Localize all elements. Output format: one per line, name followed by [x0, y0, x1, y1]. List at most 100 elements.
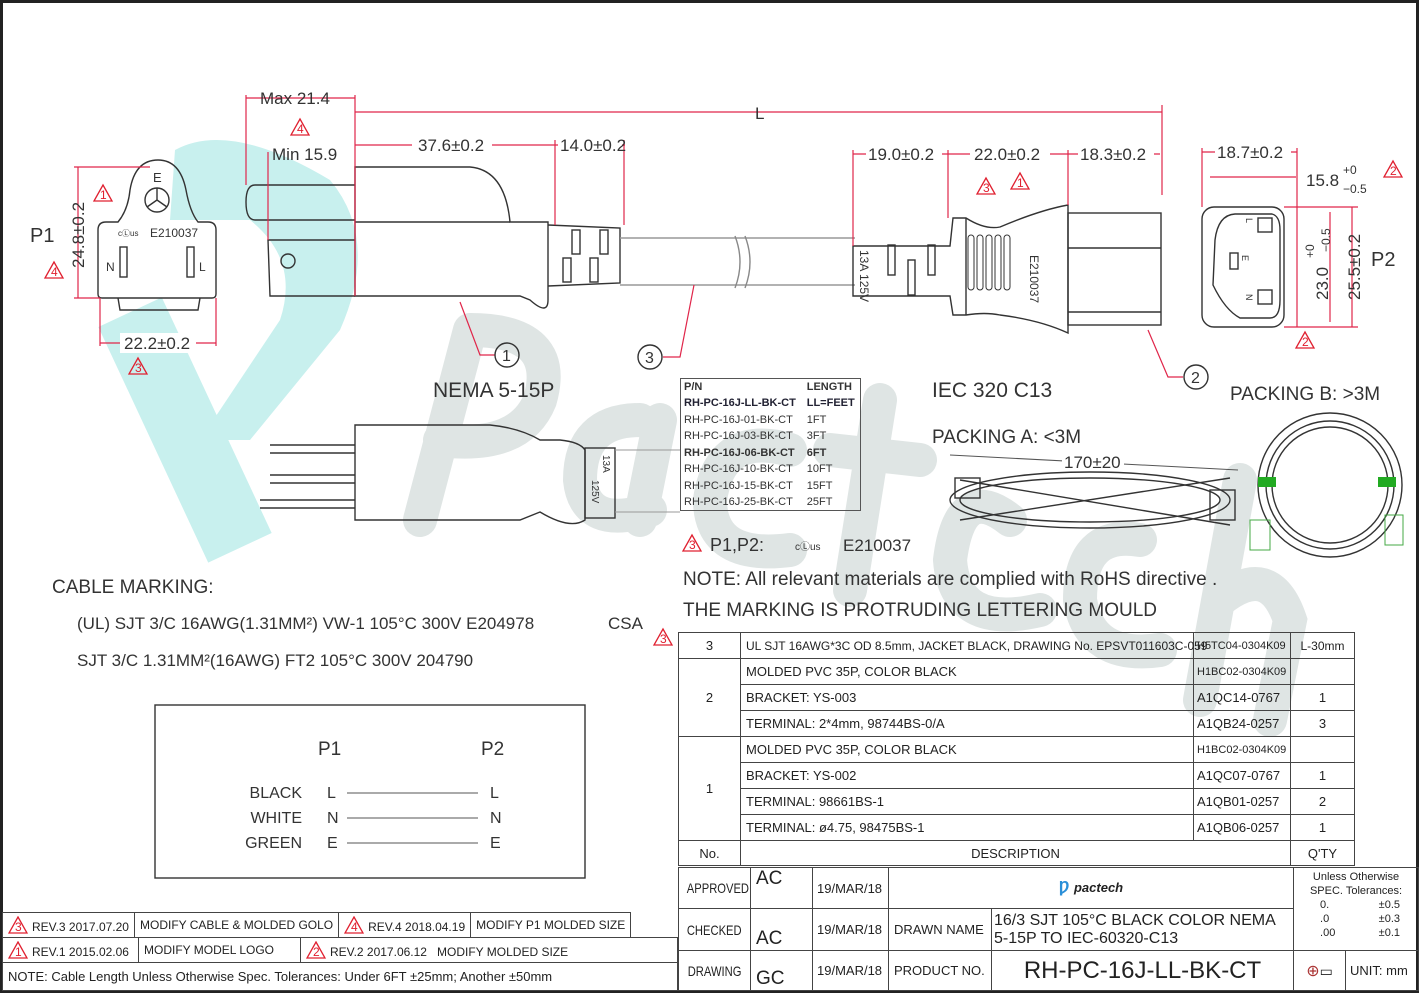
- p2-name: IEC 320 C13: [932, 379, 1052, 402]
- revision-number: 1: [100, 188, 107, 202]
- p1-callout: 1: [502, 348, 511, 365]
- pn-length: 25FT: [806, 496, 833, 508]
- p1-height-dim: 24.8±0.2: [69, 202, 88, 268]
- bom-qty: 3: [1290, 710, 1355, 737]
- bom-description: UL SJT 16AWG*3C OD 8.5mm, JACKET BLACK, …: [740, 632, 1207, 659]
- bom-header-no: No.: [678, 840, 741, 866]
- pn-value: RH-PC-16J-10-BK-CT: [684, 463, 793, 476]
- revision-triangle-icon: 4: [43, 260, 65, 279]
- tolerance-row: .00±0.1: [1304, 926, 1408, 940]
- pn-length: 1FT: [806, 413, 827, 426]
- p2-height-dim: 25.5±0.2: [1345, 234, 1364, 300]
- revision-triangle-icon: 2: [305, 940, 330, 959]
- tolerance-title: Unless Otherwise: [1312, 871, 1400, 883]
- revision-4-desc: MODIFY P1 MOLDED SIZE: [470, 912, 632, 938]
- tolerance-value: ±0.5: [1378, 899, 1401, 911]
- p2-cert: E210037: [1027, 255, 1041, 303]
- revision-number: 3: [983, 181, 990, 195]
- revision-number: 3: [15, 920, 22, 934]
- p2-face-view: L E N 18.7±0.2 15.8 +0 −0.5 23.0 +0 −0.5…: [1201, 142, 1395, 328]
- wiring-p2-label: P2: [481, 739, 504, 760]
- revision-number: 3: [689, 538, 696, 552]
- product-no: RH-PC-16J-LL-BK-CT: [990, 950, 1295, 991]
- revision-4-text: REV.4 2018.04.19: [368, 920, 466, 934]
- cable-marking-csa: CSA: [608, 614, 644, 633]
- p1-line-label: L: [199, 260, 206, 274]
- p2-dim-a: 19.0±0.2: [868, 145, 934, 164]
- bom-header-desc: DESCRIPTION: [740, 840, 1291, 866]
- cable-marking-line-2: SJT 3/C 1.31MM²(16AWG) FT2 105°C 300V 20…: [77, 651, 473, 670]
- revision-4: 4 REV.4 2018.04.19: [338, 912, 472, 938]
- bom-code: A1QB24-0257: [1193, 710, 1291, 737]
- p2-earth-label: E: [1240, 255, 1250, 261]
- revision-triangle-icon: 3: [7, 915, 32, 934]
- revision-2-desc: MODIFY MOLDED SIZE: [437, 945, 569, 959]
- pn-length: 15FT: [806, 479, 833, 492]
- revision-3-desc: MODIFY CABLE & MOLDED GOLO: [133, 912, 340, 938]
- company-logo: Ƿ pactech: [887, 867, 1295, 909]
- bom-description: BRACKET: YS-002: [740, 762, 1194, 789]
- bom-code: A1QB06-0257: [1193, 814, 1291, 841]
- p1-pin: E: [327, 835, 338, 852]
- drawing-date: 19/MAR/18: [812, 950, 889, 991]
- p1-min-dim: Min 15.9: [272, 145, 337, 164]
- cert-line: P1,P2: cⓁus E210037: [710, 535, 911, 555]
- bom-item-no: 2: [678, 658, 741, 737]
- revision-number: 4: [297, 122, 304, 136]
- revision-triangle-icon: 1: [7, 940, 32, 959]
- packing-b-illustration: PACKING B: >3M: [1230, 384, 1404, 558]
- revision-triangle-icon: 3: [681, 533, 703, 552]
- packing-a-illustration: PACKING A: <3M 170±20: [932, 427, 1239, 529]
- revision-1-text: REV.1 2015.02.06: [32, 945, 129, 959]
- pn-value: RH-PC-16J-LL-BK-CT: [684, 397, 796, 410]
- revision-triangle-icon: 3: [652, 627, 674, 646]
- revision-number: 4: [351, 920, 358, 934]
- p2-pin: E: [490, 835, 501, 852]
- p2-inner-tol-plus: +0: [1343, 163, 1357, 177]
- bom-header-qty: Q'TY: [1290, 840, 1355, 866]
- bom-qty: L-30mm: [1290, 632, 1355, 659]
- p1-width-dim: 22.2±0.2: [124, 334, 190, 353]
- tolerance-row: .0±0.3: [1304, 912, 1408, 926]
- bom-qty: [1290, 658, 1355, 685]
- p1-pin: N: [327, 810, 339, 827]
- p1-plug-top-view: 13A 125V: [260, 424, 680, 525]
- revision-triangle-icon: 4: [344, 915, 368, 934]
- p2-callout: 2: [1191, 370, 1200, 387]
- approved-label: APPROVED: [686, 880, 750, 896]
- side-rating-volts: 125V: [589, 480, 600, 504]
- pn-header: P/N: [684, 381, 703, 393]
- product-no-label: PRODUCT NO.: [888, 950, 992, 991]
- drawn-name-line-1: 16/3 SJT 105°C BLACK COLOR NEMA: [994, 911, 1276, 929]
- bom-qty: 1: [1290, 762, 1355, 789]
- cable: 3: [620, 235, 855, 370]
- bom-description: TERMINAL: 2*4mm, 98744BS-0/A: [740, 710, 1194, 737]
- cable-marking-line-1: (UL) SJT 3/C 16AWG(1.31MM²) VW-1 105°C 3…: [77, 614, 534, 633]
- checked-label: CHECKED: [687, 921, 742, 938]
- bom-item-no: 3: [678, 632, 741, 659]
- cable-marking-title: CABLE MARKING:: [52, 577, 214, 598]
- overall-length-label: L: [755, 104, 764, 123]
- revision-triangle-icon: 1: [92, 183, 114, 202]
- p2-neutral-label: N: [1244, 294, 1254, 301]
- revision-number: 2: [1390, 164, 1397, 178]
- cert-line-number: E210037: [843, 536, 911, 555]
- ul-mark-icon: cⓁus: [795, 541, 821, 553]
- rohs-note: NOTE: All relevant materials are complie…: [683, 569, 1217, 590]
- pn-value: RH-PC-16J-06-BK-CT: [684, 446, 795, 459]
- p1-length-dim-2: 14.0±0.2: [560, 136, 626, 155]
- p2-line-label: L: [1244, 218, 1254, 223]
